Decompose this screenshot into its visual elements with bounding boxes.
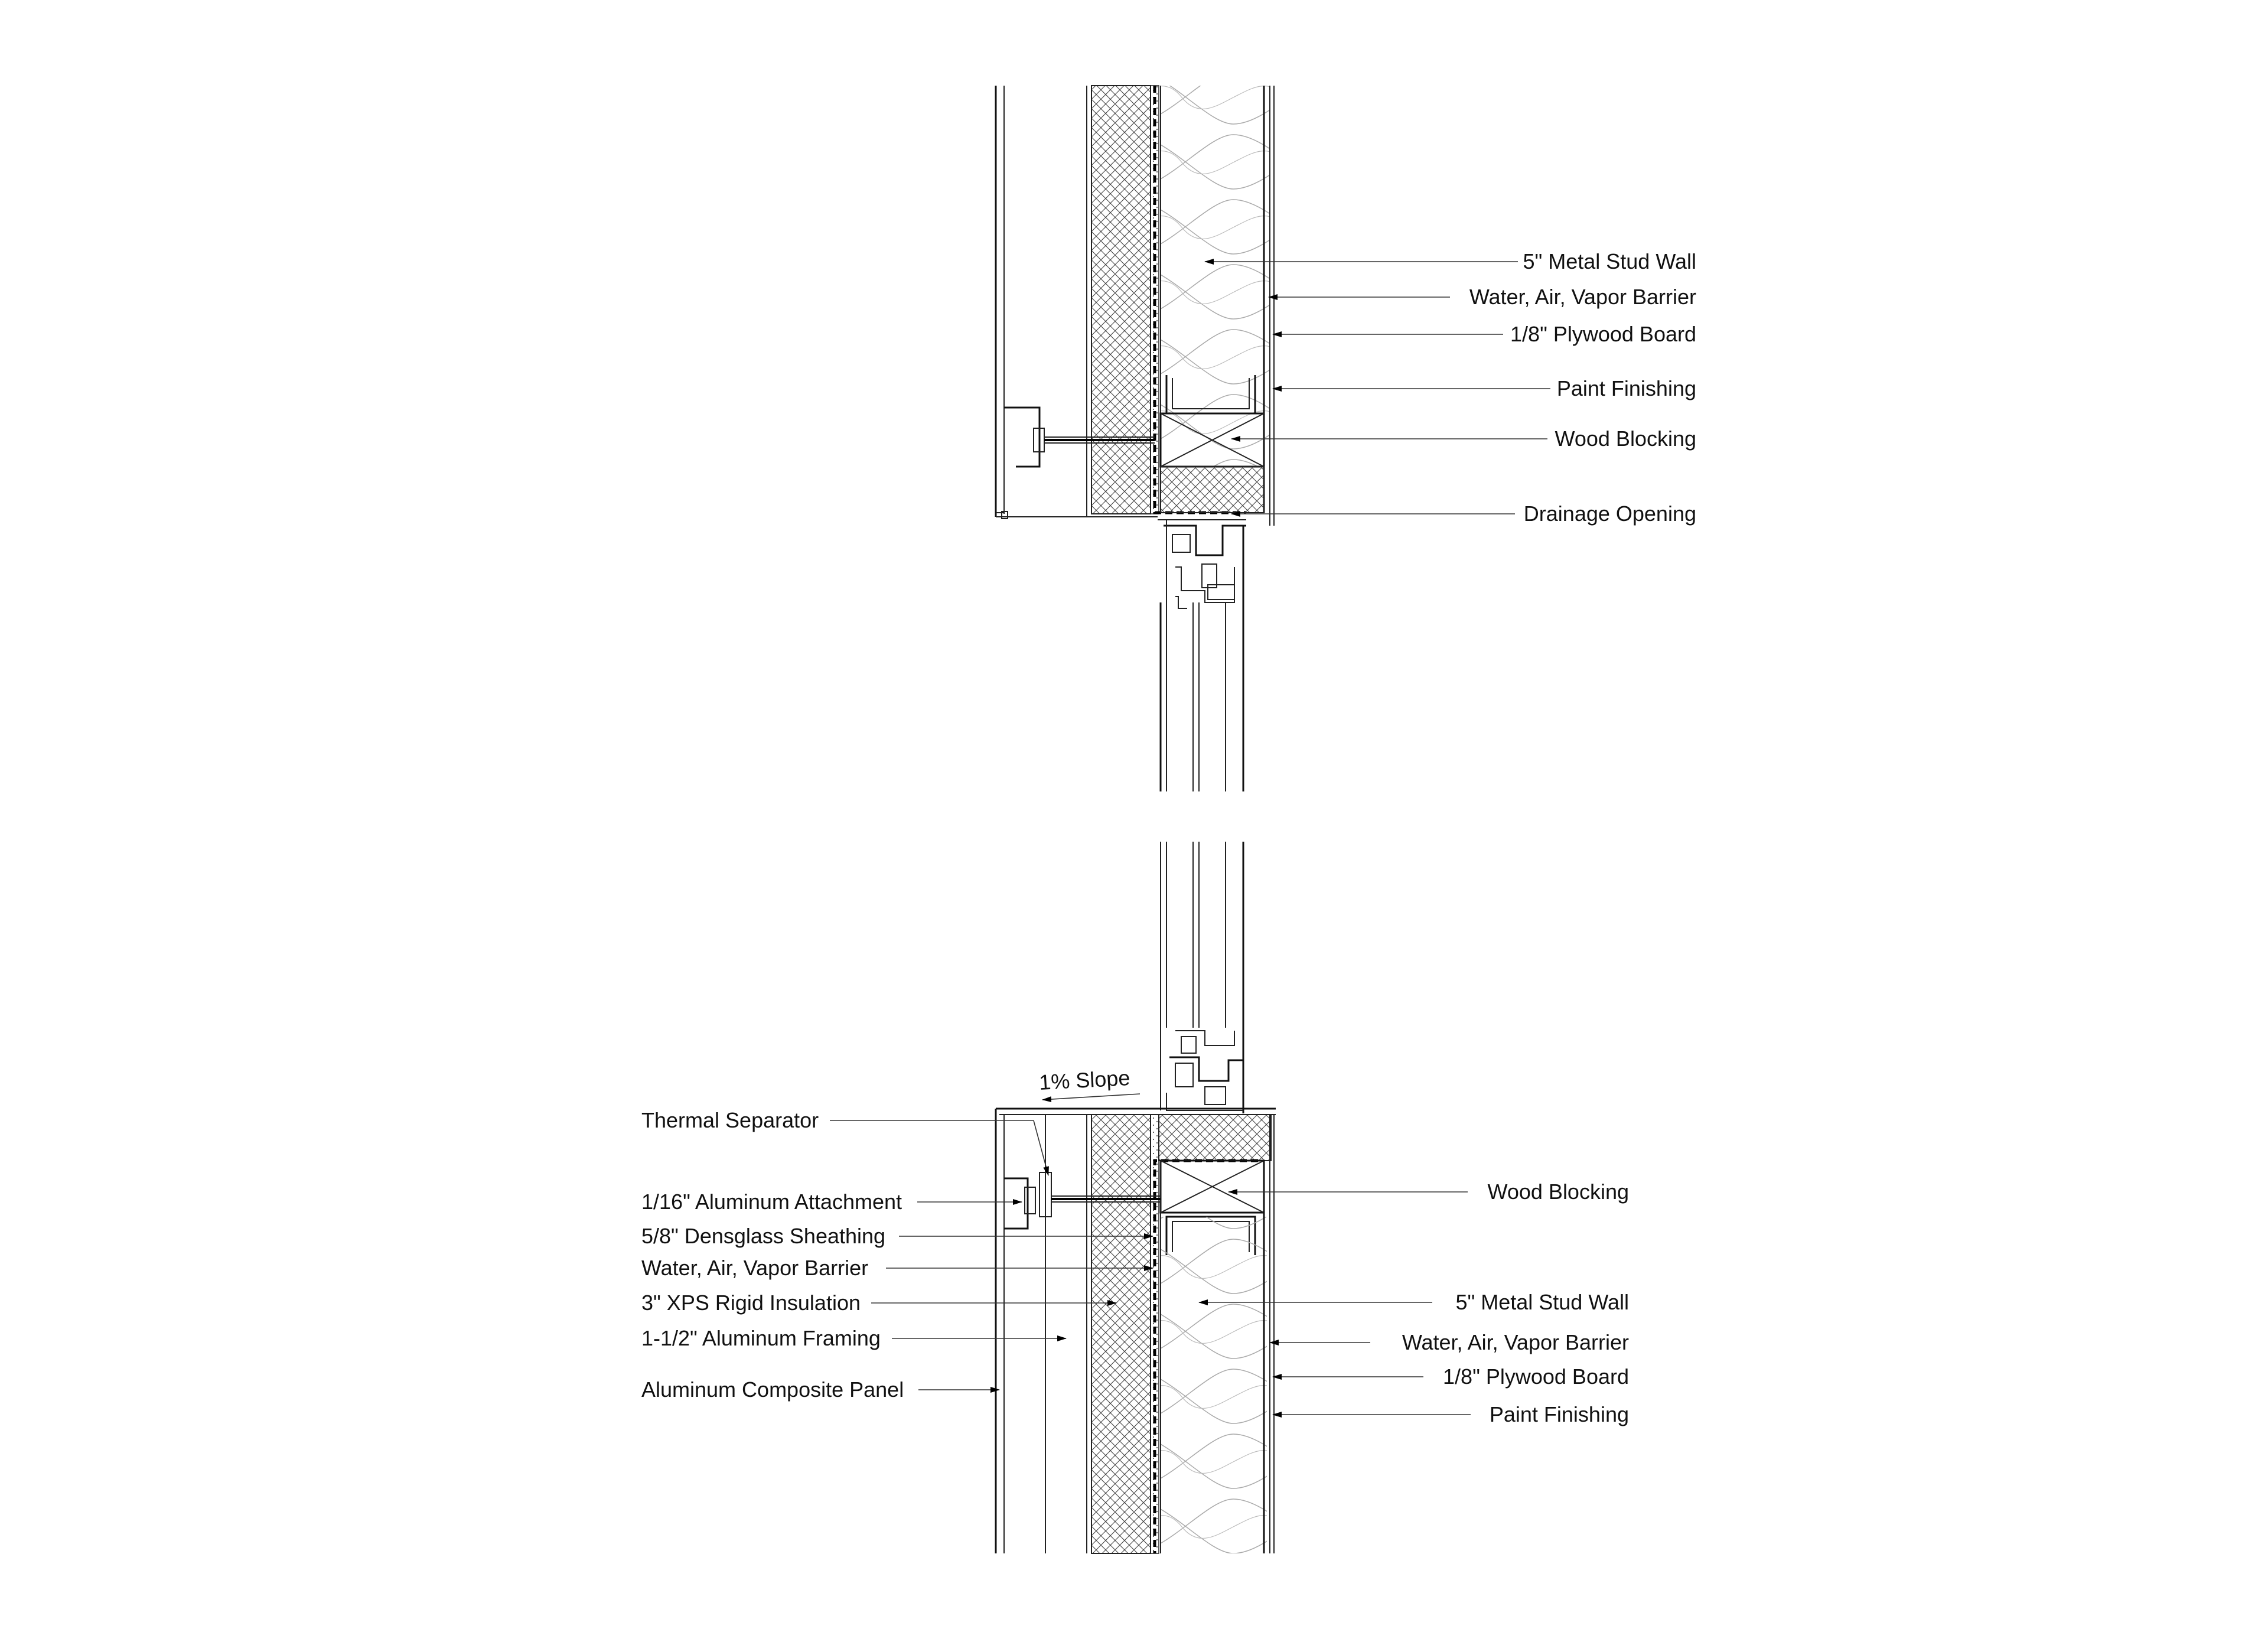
label-thermal-separator: Thermal Separator <box>641 1108 819 1132</box>
attachment-clip-bottom <box>1004 1172 1161 1230</box>
label-plywood-board-top: 1/8" Plywood Board <box>1510 322 1696 346</box>
label-vapor-barrier-bottom: Water, Air, Vapor Barrier <box>1402 1330 1629 1354</box>
xps-insulation-top <box>1091 85 1151 514</box>
label-wood-blocking-top: Wood Blocking <box>1555 426 1696 451</box>
window-frame-sill <box>1160 842 1244 1113</box>
composite-panel-top <box>995 86 1158 519</box>
label-paint-finishing-bottom: Paint Finishing <box>1490 1402 1629 1426</box>
bottom-right-leaders <box>1198 1189 1471 1418</box>
bottom-section: 1% Slope <box>641 842 1629 1554</box>
xps-insulation-bottom <box>1091 1114 1151 1554</box>
top-leaders <box>1204 259 1550 517</box>
attachment-clip-top <box>1004 406 1155 468</box>
label-vapor-barrier-left: Water, Air, Vapor Barrier <box>641 1256 868 1280</box>
label-xps-insulation: 3" XPS Rigid Insulation <box>641 1291 861 1315</box>
label-metal-stud-wall-top: 5" Metal Stud Wall <box>1523 249 1696 273</box>
sill-flashing <box>996 1093 1276 1115</box>
label-composite-panel: Aluminum Composite Panel <box>641 1377 904 1402</box>
composite-panel-bottom <box>995 1109 1005 1553</box>
label-wood-blocking-bottom: Wood Blocking <box>1488 1180 1629 1204</box>
stud-insulation-bottom <box>1161 1217 1267 1553</box>
label-densglass-sheathing: 5/8" Densglass Sheathing <box>641 1224 885 1248</box>
window-frame-head <box>1158 519 1246 791</box>
label-aluminum-attachment: 1/16" Aluminum Attachment <box>641 1190 902 1214</box>
label-aluminum-framing: 1-1/2" Aluminum Framing <box>641 1326 881 1350</box>
label-drainage-opening: Drainage Opening <box>1524 501 1696 526</box>
label-plywood-board-bottom: 1/8" Plywood Board <box>1443 1364 1629 1389</box>
bottom-left-leaders <box>830 1120 1153 1393</box>
label-metal-stud-wall-bottom: 5" Metal Stud Wall <box>1455 1290 1629 1314</box>
wood-blocking-bottom <box>1159 1159 1265 1214</box>
stud-insulation-top <box>1161 86 1270 467</box>
label-vapor-barrier-top: Water, Air, Vapor Barrier <box>1469 285 1696 309</box>
label-paint-finishing-top: Paint Finishing <box>1557 376 1696 400</box>
label-slope: 1% Slope <box>1038 1066 1130 1094</box>
top-section: 5" Metal Stud Wall Water, Air, Vapor Bar… <box>995 85 1696 791</box>
